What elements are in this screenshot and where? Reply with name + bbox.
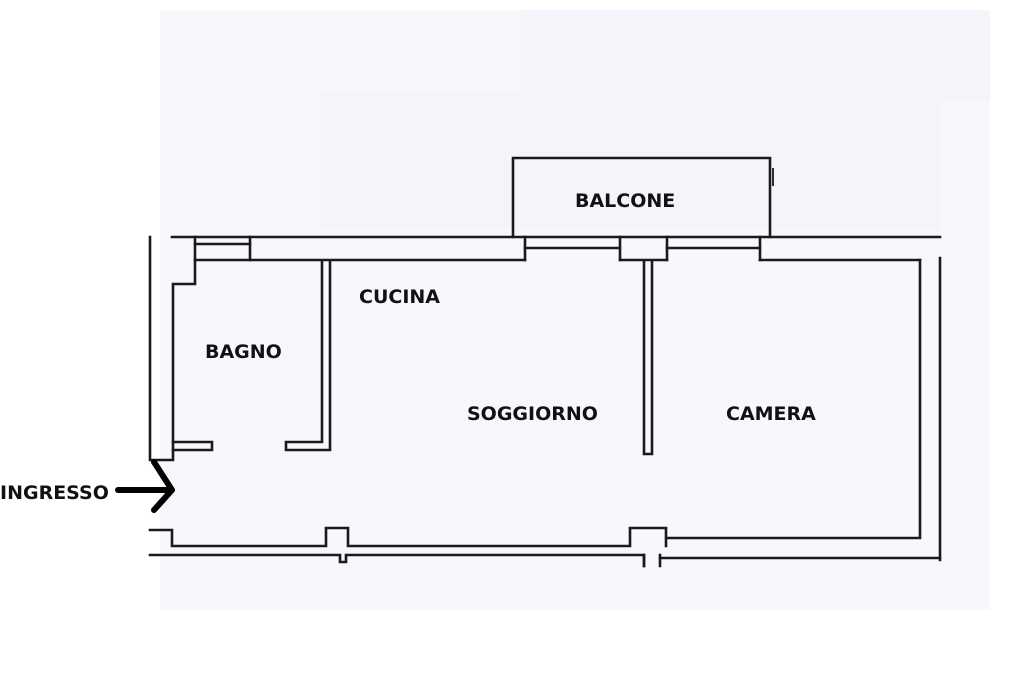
room-label-soggiorno: SOGGIORNO: [467, 403, 598, 425]
left-exterior-wall: [148, 235, 197, 462]
room-label-camera: CAMERA: [726, 403, 816, 425]
bathroom-walls: [171, 260, 332, 452]
scan-background: [160, 10, 990, 610]
living-bedroom-partition: [642, 260, 654, 456]
bottom-exterior-wall: [148, 526, 942, 568]
room-label-cucina: CUCINA: [359, 286, 440, 308]
balcony-outline: [511, 156, 774, 239]
entrance-label: INGRESSO: [0, 482, 109, 504]
room-label-bagno: BAGNO: [205, 341, 282, 363]
right-exterior-wall: [666, 256, 942, 562]
arrow-right-icon: [115, 459, 175, 513]
top-exterior-wall: [170, 235, 942, 262]
room-label-balcone: BALCONE: [575, 190, 675, 212]
